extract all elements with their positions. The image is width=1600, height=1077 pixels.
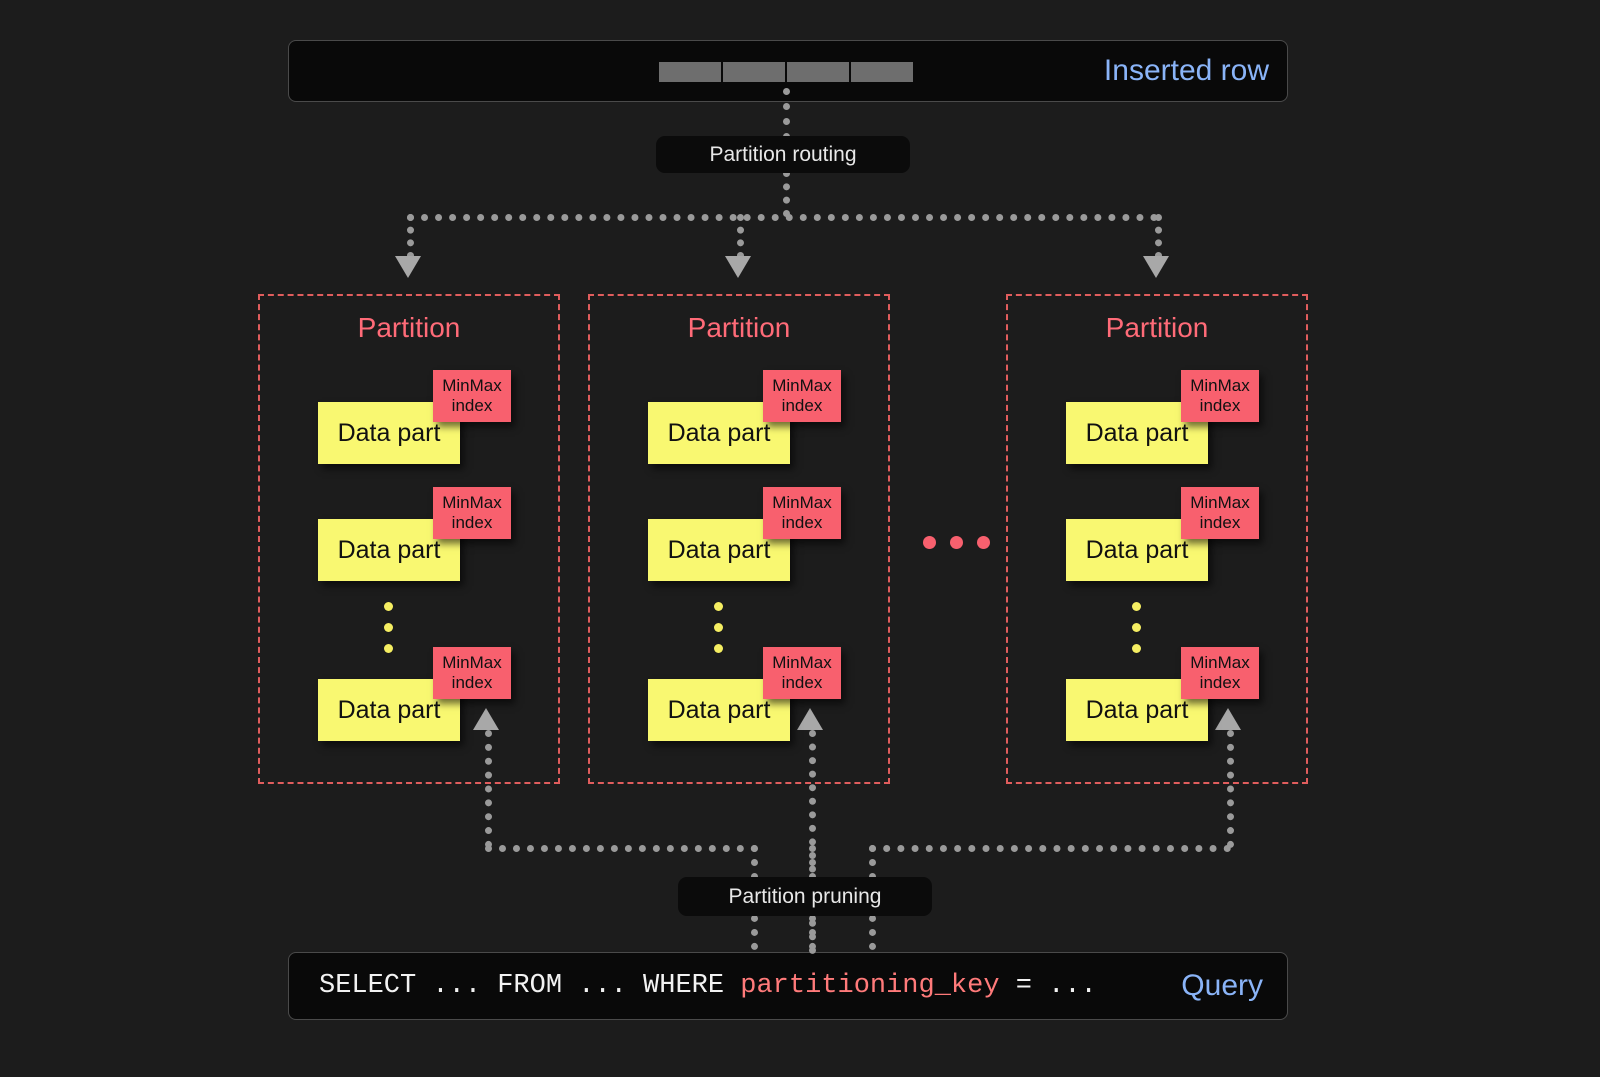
pruning-bus-left [485, 845, 758, 852]
minmax-line-1: MinMax [772, 493, 832, 513]
partition-title: Partition [687, 312, 791, 343]
minmax-index-badge[interactable]: MinMax index [763, 647, 841, 699]
minmax-index-badge[interactable]: MinMax index [433, 647, 511, 699]
sql-suffix: = ... [999, 971, 1097, 1001]
inserted-row-bar: Inserted row [288, 40, 1288, 102]
ellipsis-dot [384, 644, 393, 653]
sql-partitioning-key: partitioning_key [740, 971, 1000, 1001]
connector-insert-to-routing [783, 88, 790, 140]
minmax-index-badge[interactable]: MinMax index [1181, 370, 1259, 422]
minmax-index-badge[interactable]: MinMax index [1181, 487, 1259, 539]
connector-bus-to-partition-1 [407, 214, 414, 259]
ellipsis-dot [714, 644, 723, 653]
minmax-line-1: MinMax [1190, 653, 1250, 673]
data-part-box[interactable]: Data part [1066, 519, 1208, 581]
minmax-line-2: index [781, 396, 823, 415]
arrow-down-partition-1 [395, 256, 421, 278]
query-sql-text: SELECT ... FROM ... WHERE partitioning_k… [319, 971, 1097, 1001]
inserted-row-cells [659, 62, 913, 82]
ellipsis-dot [923, 536, 936, 549]
minmax-line-2: index [781, 673, 823, 692]
between-partitions-ellipsis [923, 536, 990, 549]
minmax-line-2: index [451, 396, 493, 415]
minmax-line-2: index [1199, 396, 1241, 415]
minmax-line-1: MinMax [442, 493, 502, 513]
arrow-up-partition-2 [797, 708, 823, 730]
minmax-line-1: MinMax [1190, 376, 1250, 396]
connector-pruning-to-partition-1 [485, 730, 492, 848]
minmax-line-1: MinMax [442, 376, 502, 396]
connector-pruning-to-partition-3 [1227, 730, 1234, 848]
ellipsis-dot [1132, 602, 1141, 611]
partition-title: Partition [357, 312, 461, 343]
partition-pruning-badge[interactable]: Partition pruning [678, 877, 932, 916]
minmax-line-1: MinMax [772, 376, 832, 396]
partition-box-3[interactable]: Partition Data part MinMax index Data pa… [1006, 294, 1308, 784]
arrow-down-partition-2 [725, 256, 751, 278]
pruning-bus-right [869, 845, 1231, 852]
ellipsis-dot [950, 536, 963, 549]
data-part-box[interactable]: Data part [1066, 679, 1208, 741]
minmax-index-badge[interactable]: MinMax index [763, 487, 841, 539]
connector-bus-to-partition-3 [1155, 214, 1162, 259]
minmax-index-badge[interactable]: MinMax index [763, 370, 841, 422]
inserted-row-label: Inserted row [1103, 54, 1269, 87]
partition-box-1[interactable]: Partition Data part MinMax index Data pa… [258, 294, 560, 784]
minmax-line-1: MinMax [772, 653, 832, 673]
ellipsis-dot [384, 623, 393, 632]
arrow-up-partition-3 [1215, 708, 1241, 730]
vertical-ellipsis [714, 602, 723, 653]
ellipsis-dot [714, 602, 723, 611]
minmax-line-2: index [1199, 513, 1241, 532]
data-part-box[interactable]: Data part [1066, 402, 1208, 464]
minmax-line-1: MinMax [1190, 493, 1250, 513]
ellipsis-dot [384, 602, 393, 611]
query-label: Query [1181, 969, 1263, 1002]
connector-bus-to-partition-2 [737, 214, 744, 259]
minmax-line-2: index [451, 513, 493, 532]
row-cell [659, 62, 721, 82]
minmax-line-2: index [781, 513, 823, 532]
minmax-index-badge[interactable]: MinMax index [433, 370, 511, 422]
routing-fanout-bus [407, 214, 1158, 221]
connector-routing-to-bus [783, 170, 790, 217]
row-cell [851, 62, 913, 82]
ellipsis-dot [1132, 644, 1141, 653]
arrow-up-partition-1 [473, 708, 499, 730]
partition-box-2[interactable]: Partition Data part MinMax index Data pa… [588, 294, 890, 784]
arrow-down-partition-3 [1143, 256, 1169, 278]
row-cell [723, 62, 785, 82]
sql-prefix: SELECT ... FROM ... WHERE [319, 971, 741, 1001]
minmax-line-2: index [1199, 673, 1241, 692]
vertical-ellipsis [1132, 602, 1141, 653]
query-bar: SELECT ... FROM ... WHERE partitioning_k… [288, 952, 1288, 1020]
minmax-index-badge[interactable]: MinMax index [433, 487, 511, 539]
connector-pruning-to-partition-2 [809, 730, 816, 954]
vertical-ellipsis [384, 602, 393, 653]
ellipsis-dot [714, 623, 723, 632]
partition-title: Partition [1105, 312, 1209, 343]
partition-routing-badge[interactable]: Partition routing [656, 136, 910, 173]
minmax-index-badge[interactable]: MinMax index [1181, 647, 1259, 699]
ellipsis-dot [977, 536, 990, 549]
minmax-line-2: index [451, 673, 493, 692]
row-cell [787, 62, 849, 82]
ellipsis-dot [1132, 623, 1141, 632]
data-part-box[interactable]: Data part [648, 402, 790, 464]
minmax-line-1: MinMax [442, 653, 502, 673]
